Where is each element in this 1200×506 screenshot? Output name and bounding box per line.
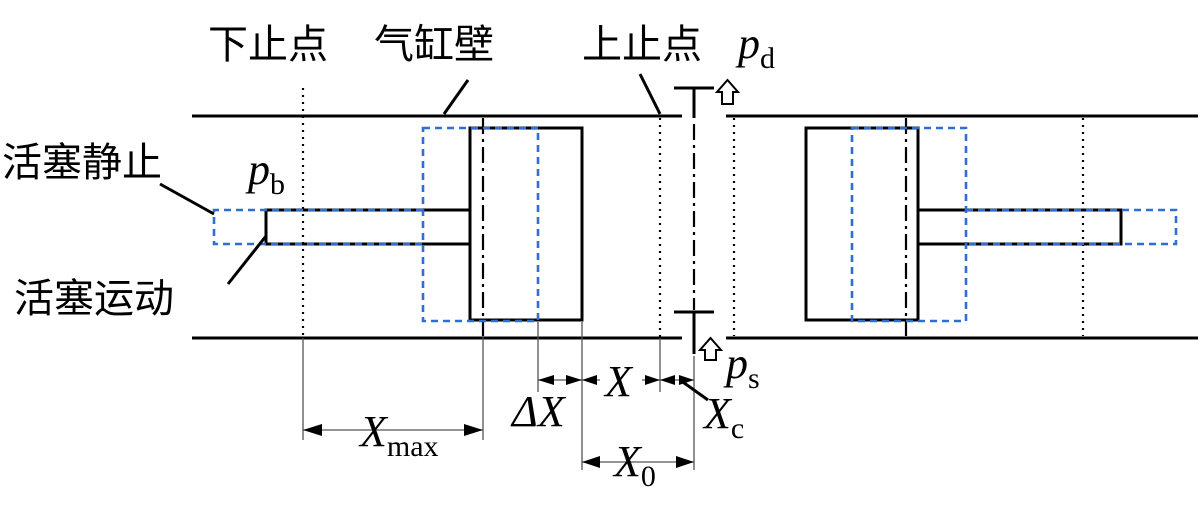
leader-tdc <box>638 73 662 115</box>
label-pd: pd <box>735 19 775 75</box>
label-piston-moving: 活塞运动 <box>14 276 174 322</box>
piston-rod-right-moving <box>918 208 1123 246</box>
leader-cylinder-wall <box>442 79 470 115</box>
dim-x0-arrow-right <box>676 456 694 468</box>
piston-right-static <box>850 126 968 323</box>
dim-x-arrow-right <box>645 375 660 385</box>
dim-xc-arrow-left <box>660 375 675 385</box>
dim-dx-arrow-left <box>538 375 554 385</box>
suction-arrow-icon <box>697 336 724 361</box>
piston-rod-right-static <box>966 208 1178 246</box>
label-ps: ps <box>723 339 760 395</box>
leader-xc <box>679 378 709 402</box>
piston-rod-left-moving <box>264 208 470 246</box>
leader-piston-static <box>159 182 215 216</box>
dim-xmax-arrow-right <box>464 424 483 436</box>
piston-rod-left-static <box>212 208 423 246</box>
discharge-arrow-icon <box>714 78 741 105</box>
dim-xmax-arrow-left <box>303 424 322 436</box>
dim-x-arrow-left <box>582 375 597 385</box>
label-x0: X0 <box>612 437 656 493</box>
label-xmax: Xmax <box>358 407 439 463</box>
label-pb: pb <box>245 145 285 201</box>
label-dx: ΔX <box>510 387 567 436</box>
label-bottom-dead-center: 下止点 <box>208 22 328 68</box>
label-piston-static: 活塞静止 <box>2 140 162 186</box>
dim-dx-arrow-right <box>566 375 582 385</box>
piston-right-moving <box>804 126 920 322</box>
dim-x0-arrow-left <box>582 456 600 468</box>
label-cylinder-wall: 气缸壁 <box>374 22 494 68</box>
piston-left-moving <box>468 126 584 322</box>
leader-piston-moving <box>226 235 268 285</box>
label-top-dead-center: 上止点 <box>582 22 702 68</box>
piston-left-static <box>421 126 540 323</box>
label-xc: Xc <box>702 389 744 445</box>
label-x: X <box>603 357 634 406</box>
